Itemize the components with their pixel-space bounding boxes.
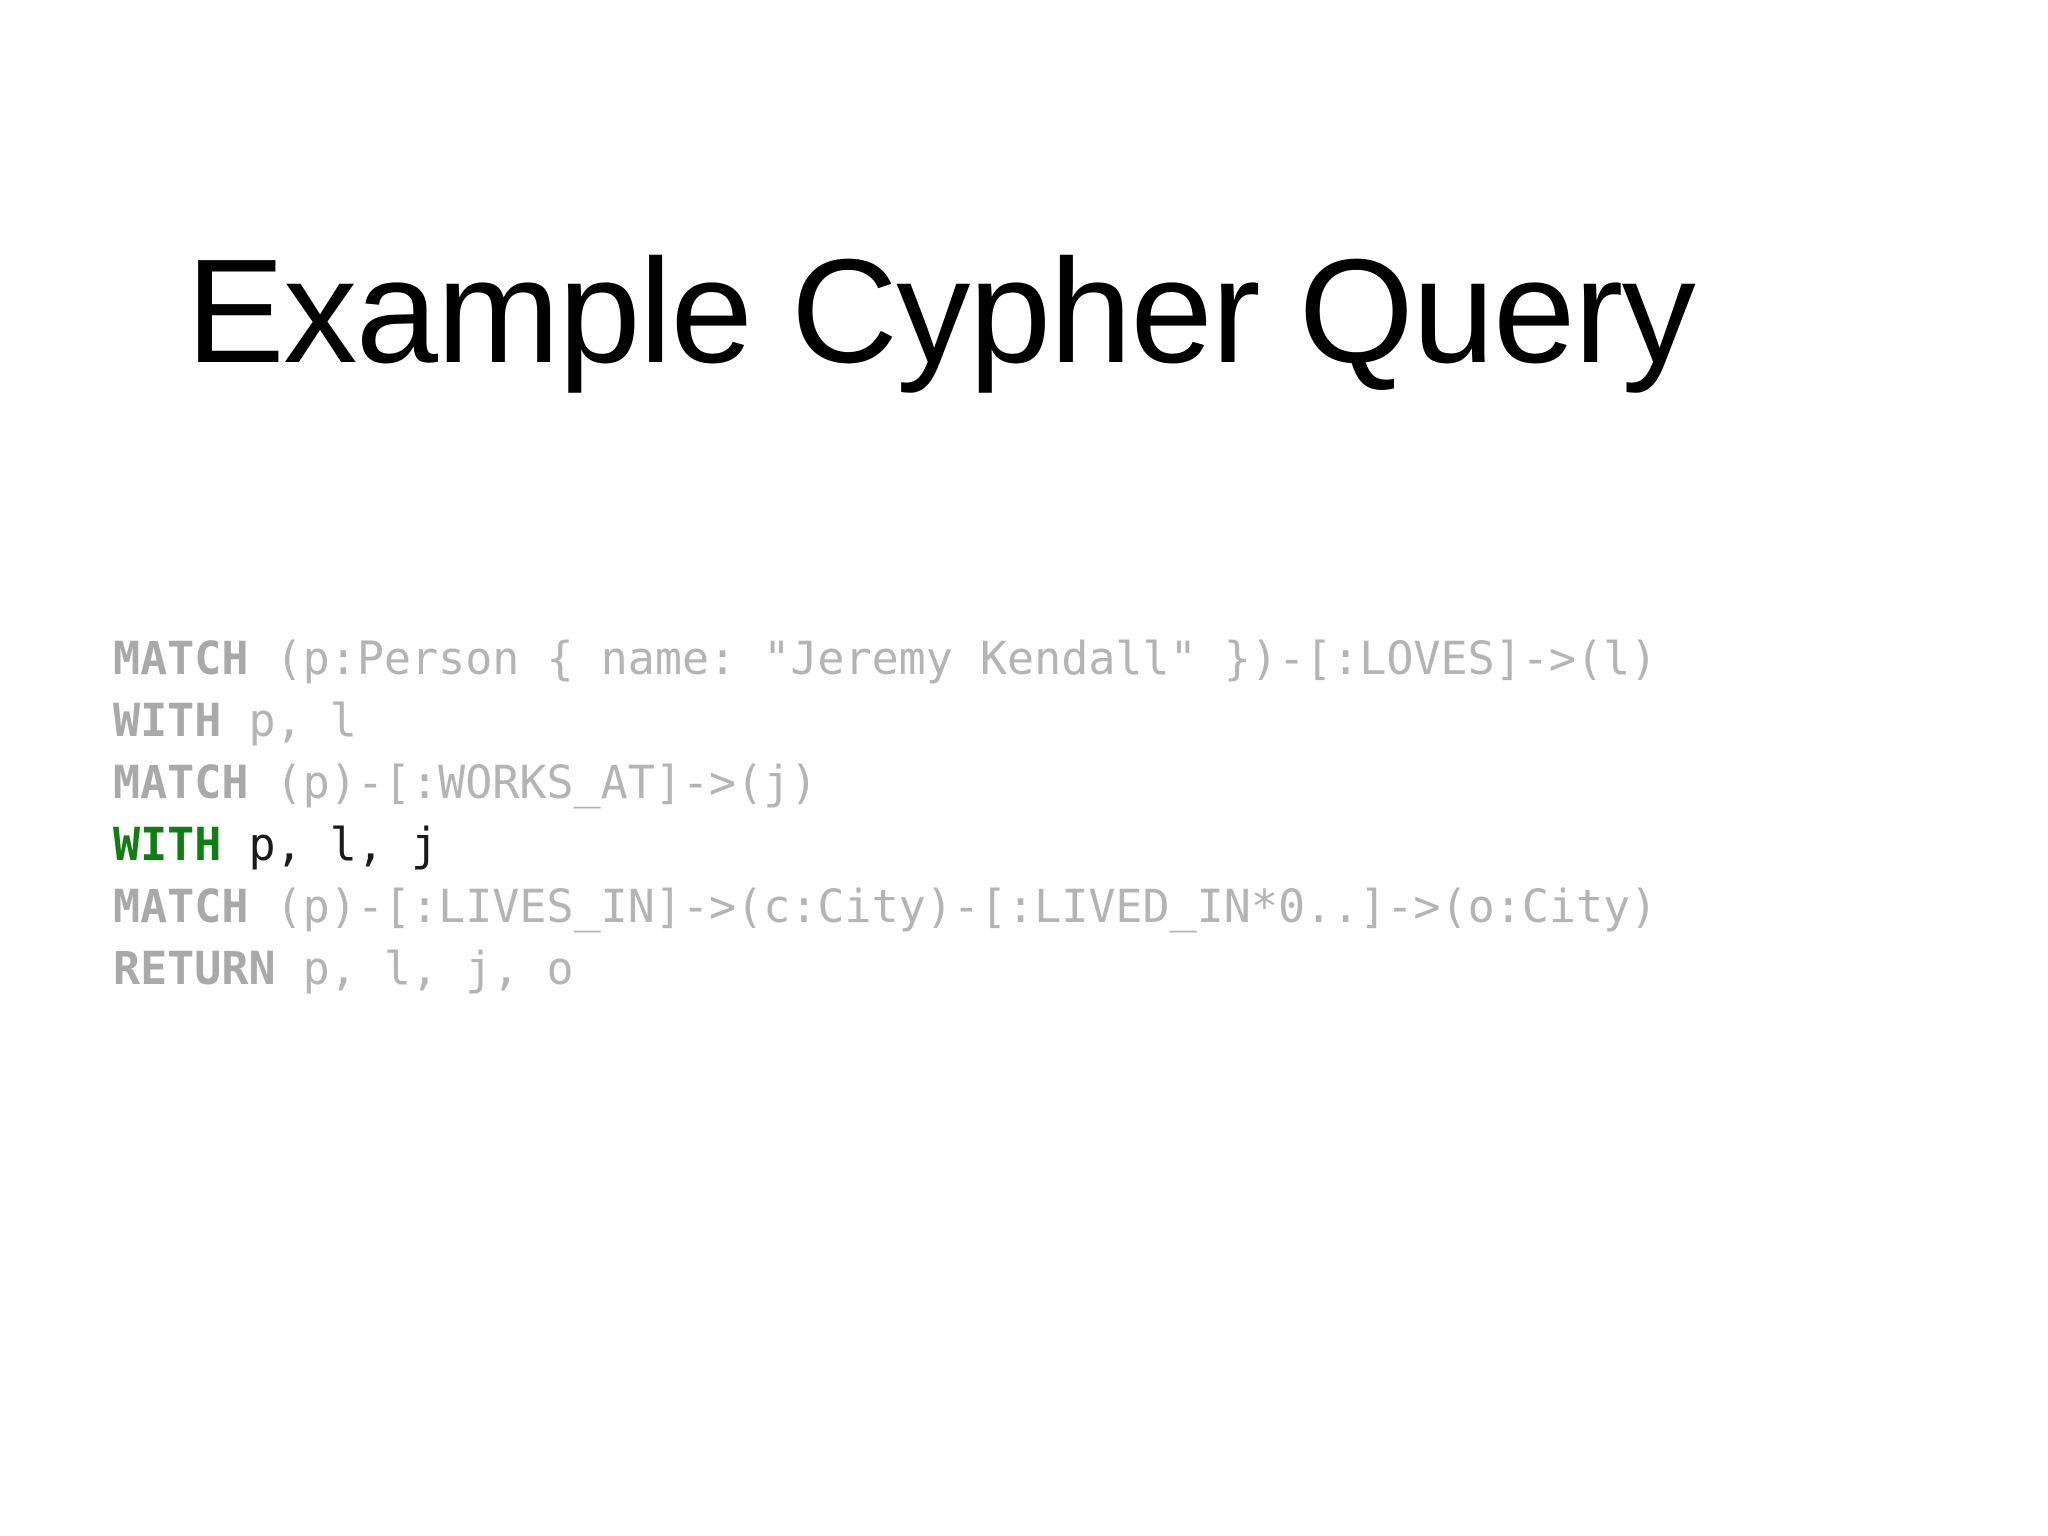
code-line-text: (p)-[:WORKS_AT]->(j) — [248, 756, 818, 809]
code-line-text: p, l, j — [221, 818, 439, 871]
code-line: WITH p, l — [113, 690, 1657, 752]
code-line-highlighted: WITH p, l, j — [113, 814, 1657, 876]
page-title: Example Cypher Query — [186, 229, 1696, 395]
code-line: MATCH (p)-[:WORKS_AT]->(j) — [113, 752, 1657, 814]
code-keyword: MATCH — [113, 632, 249, 685]
code-keyword: MATCH — [113, 756, 249, 809]
code-line-text: p, l — [221, 694, 357, 747]
code-line: MATCH (p:Person { name: "Jeremy Kendall"… — [113, 628, 1657, 690]
code-keyword: WITH — [113, 694, 222, 747]
code-line: MATCH (p)-[:LIVES_IN]->(c:City)-[:LIVED_… — [113, 876, 1657, 938]
code-line: RETURN p, l, j, o — [113, 938, 1657, 1000]
code-line-text: (p)-[:LIVES_IN]->(c:City)-[:LIVED_IN*0..… — [248, 880, 1658, 933]
code-line-text: (p:Person { name: "Jeremy Kendall" })-[:… — [248, 632, 1658, 685]
cypher-code-block: MATCH (p:Person { name: "Jeremy Kendall"… — [113, 628, 1657, 1000]
code-keyword: MATCH — [113, 880, 249, 933]
code-line-text: p, l, j, o — [275, 942, 574, 995]
code-keyword: RETURN — [113, 942, 276, 995]
code-keyword: WITH — [113, 818, 222, 871]
